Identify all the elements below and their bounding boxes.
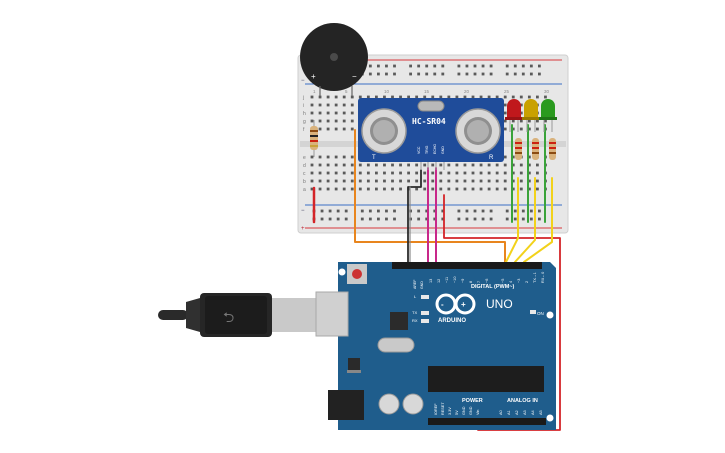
digital-pin-label: ~6 <box>485 279 489 283</box>
row-label-g: g <box>303 119 306 125</box>
usb-cable[interactable]: ⮌ <box>158 293 343 337</box>
sensor-pin-vcc: VCC <box>417 146 421 154</box>
rail-minus-bottom: − <box>301 208 305 214</box>
wire-yellow-3[interactable] <box>523 177 553 263</box>
digital-pin-label: TX→1 <box>533 272 537 283</box>
wire-yellow-1[interactable] <box>505 177 519 263</box>
col-number-1: 1 <box>313 89 316 94</box>
wire-yellow-2[interactable] <box>514 177 536 263</box>
col-number-25: 25 <box>504 89 510 94</box>
rail-plus-bottom: + <box>301 226 305 232</box>
digital-pin-label: 4 <box>509 281 513 283</box>
rx-led-label: RX <box>412 318 418 323</box>
l-led-label: L <box>414 294 417 299</box>
row-label-i: i <box>303 103 304 109</box>
row-label-d: d <box>303 163 306 169</box>
col-number-30: 30 <box>544 89 550 94</box>
usb-symbol-icon: ⮌ <box>223 309 234 325</box>
arduino-brand: ARDUINO <box>438 318 466 324</box>
sensor-pin-gnd: GND <box>441 146 445 154</box>
col-number-20: 20 <box>464 89 470 94</box>
led-resistors <box>515 138 556 160</box>
ultrasonic-sensor[interactable]: HC-SR04 VCC TRIG ECHO GND T R <box>358 98 504 170</box>
digital-pin-label: RX←0 <box>541 272 545 283</box>
row-label-e: e <box>303 155 306 161</box>
col-number-15: 15 <box>424 89 430 94</box>
digital-pin-label: 12 <box>437 279 441 283</box>
led-green[interactable] <box>539 99 557 132</box>
analog-pin-label: A1 <box>507 410 511 415</box>
col-number-10: 10 <box>384 89 390 94</box>
svg-text:+: + <box>461 300 466 309</box>
digital-pin-label: ~9 <box>461 279 465 283</box>
sensor-pin-trig: TRIG <box>425 145 429 154</box>
digital-pin-label: 8 <box>469 281 473 283</box>
sensor-label: HC-SR04 <box>412 117 446 126</box>
analog-pin-label: A0 <box>499 410 503 415</box>
digital-label: DIGITAL (PWM~) <box>471 284 515 290</box>
row-label-f: f <box>303 127 305 133</box>
col-number-5: 5 <box>345 89 348 94</box>
analog-pin-label: A3 <box>523 410 527 415</box>
power-pin-label: RESET <box>441 402 445 415</box>
analog-pin-label: A4 <box>531 410 535 415</box>
digital-pin-labels: 13 12 ~11 ~10 ~9 8 7 ~6 ~5 4 ~3 2 TX→1 RX←0 <box>429 272 545 283</box>
leds <box>505 99 557 132</box>
arduino-uno[interactable]: - + ARDUINO UNO DIGITAL (PWM~) POWER ANA… <box>315 262 556 430</box>
buzzer-minus-label: − <box>352 72 357 81</box>
row-label-h: h <box>303 111 306 117</box>
digital-pin-label: 2 <box>525 281 529 283</box>
digital-pin-label: ~5 <box>501 279 505 283</box>
power-pin-label: GND <box>469 406 473 415</box>
row-label-j: j <box>302 95 304 101</box>
row-label-c: c <box>303 171 306 177</box>
digital-pin-label: 13 <box>429 279 433 283</box>
buzzer-plus-label: + <box>311 72 316 81</box>
sensor-pin-echo: ECHO <box>433 144 437 154</box>
resistor-led-2[interactable] <box>532 138 539 160</box>
power-pin-label: 5V <box>455 410 459 415</box>
led-red[interactable] <box>505 99 523 132</box>
resistor-left[interactable] <box>310 120 318 157</box>
digital-pin-label: ~10 <box>453 277 457 283</box>
tx-led-label: TX <box>412 310 417 315</box>
arduino-logo: - + <box>435 293 476 315</box>
svg-text:T: T <box>372 155 376 161</box>
piezo-buzzer[interactable]: + − <box>300 23 368 96</box>
analog-pin-labels: A0 A1 A2 A3 A4 A5 <box>499 410 543 415</box>
power-pin-label: 3.3V <box>448 407 452 415</box>
analog-pin-label: A2 <box>515 410 519 415</box>
resistor-led-3[interactable] <box>549 138 556 160</box>
digital-pin-label: 7 <box>477 281 481 283</box>
arduino-model: UNO <box>486 297 513 311</box>
svg-text:-: - <box>441 300 444 309</box>
row-label-b: b <box>303 179 306 185</box>
gnd-label: GND <box>420 281 424 289</box>
row-label-a: a <box>303 187 306 193</box>
led-yellow[interactable] <box>522 99 540 132</box>
aref-label: AREF <box>413 280 417 289</box>
power-pin-label: IOREF <box>434 403 438 415</box>
wire-orange[interactable] <box>354 129 506 263</box>
analog-pin-label: A5 <box>539 410 543 415</box>
power-pin-label: GND <box>462 406 466 415</box>
power-label: POWER <box>462 398 483 404</box>
reset-button[interactable] <box>347 264 367 284</box>
on-label: ON <box>537 311 544 316</box>
analog-label: ANALOG IN <box>507 398 538 404</box>
svg-text:R: R <box>489 155 494 161</box>
power-pin-label: Vin <box>476 410 480 415</box>
digital-pin-label: ~3 <box>517 279 521 283</box>
digital-pin-label: ~11 <box>445 277 449 283</box>
rail-minus-top: − <box>301 78 305 84</box>
resistor-led-1[interactable] <box>515 138 522 160</box>
